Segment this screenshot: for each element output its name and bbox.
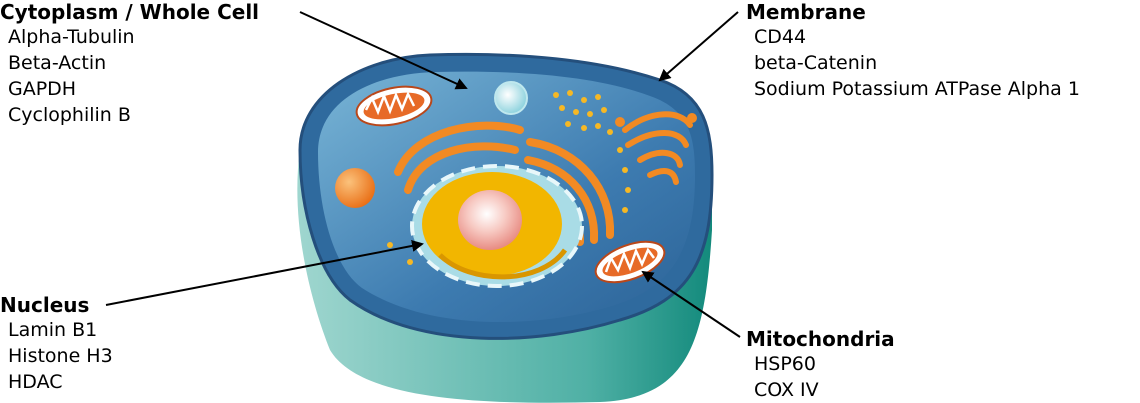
mitochondria-label: Mitochondria HSP60 COX IV	[746, 327, 895, 403]
membrane-item: CD44	[754, 26, 807, 48]
cytoplasm-item: Alpha-Tubulin	[8, 26, 135, 48]
nucleus-item: Histone H3	[8, 345, 113, 367]
mitochondrion-top	[355, 85, 433, 127]
nucleus-heading: Nucleus	[0, 293, 90, 317]
nucleolus	[458, 190, 522, 250]
mitochondria-item: HSP60	[754, 353, 816, 375]
nucleus-item: Lamin B1	[8, 319, 98, 341]
vesicle	[494, 81, 528, 115]
membrane-heading: Membrane	[746, 0, 866, 24]
nucleus-label: Nucleus Lamin B1 Histone H3 HDAC	[0, 293, 113, 395]
pointer-arrows	[105, 11, 741, 338]
ribosomes	[387, 90, 631, 265]
arrow-mitochondria	[641, 270, 741, 338]
cytoplasm-item: GAPDH	[8, 78, 77, 100]
cytoplasm-item: Beta-Actin	[8, 52, 107, 74]
golgi	[622, 111, 693, 185]
arrow-cytoplasm	[299, 11, 468, 90]
cytoplasm-label: Cytoplasm / Whole Cell Alpha-Tubulin Bet…	[0, 0, 259, 128]
mitochondria-item: COX IV	[754, 379, 819, 401]
membrane-label: Membrane CD44 beta-Catenin Sodium Potass…	[746, 0, 1080, 102]
lysosome	[335, 168, 375, 208]
arrow-membrane	[658, 11, 739, 82]
cytoplasm-heading: Cytoplasm / Whole Cell	[0, 0, 260, 24]
mitochondria-heading: Mitochondria	[746, 327, 895, 351]
membrane-item: beta-Catenin	[754, 52, 878, 74]
nucleus	[410, 164, 584, 288]
cytoplasm-item: Cyclophilin B	[8, 104, 131, 126]
nucleus-item: HDAC	[8, 371, 63, 393]
arrow-nucleus	[105, 240, 424, 306]
membrane-item: Sodium Potassium ATPase Alpha 1	[754, 78, 1080, 100]
